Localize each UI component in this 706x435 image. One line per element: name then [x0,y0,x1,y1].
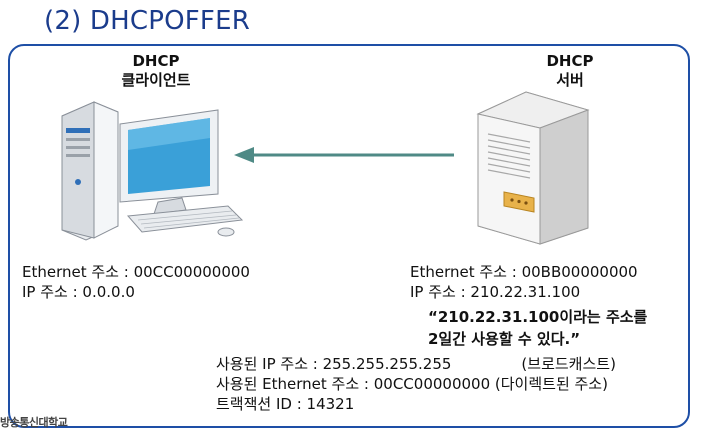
client-ip-address: IP 주소 : 0.0.0.0 [22,283,135,301]
server-info: Ethernet 주소 : 00BB00000000 IP 주소 : 210.2… [410,262,638,302]
packet-details: 사용된 IP 주소 : 255.255.255.255 (브로드캐스트) 사용된 … [216,354,616,414]
packet-used-ethernet: 사용된 Ethernet 주소 : 00CC00000000 (다이렉트된 주소… [216,375,608,393]
offer-quote: “210.22.31.100이라는 주소를 2일간 사용할 수 있다.” [428,306,647,350]
offer-quote-line1: “210.22.31.100이라는 주소를 [428,308,648,326]
offer-arrow [234,147,454,163]
packet-transaction-id: 트랙잭션 ID : 14321 [216,395,355,413]
client-label: DHCP 클라이언트 [96,52,216,90]
server-label-line2: 서버 [556,71,584,89]
client-info: Ethernet 주소 : 00CC00000000 IP 주소 : 0.0.0… [22,262,250,302]
diagram-frame [8,44,690,428]
packet-used-ip-row: 사용된 IP 주소 : 255.255.255.255 (브로드캐스트) [216,354,616,374]
slide-title: (2) DHCPOFFER [44,6,250,36]
university-logo-text: 방송통신대학교 [0,416,68,429]
client-label-line2: 클라이언트 [121,71,191,89]
packet-used-ip: 사용된 IP 주소 : 255.255.255.255 [216,355,452,373]
server-ip-address: IP 주소 : 210.22.31.100 [410,283,581,301]
client-computer-icon [61,101,243,241]
client-label-line1: DHCP [132,52,180,70]
client-ethernet-address: Ethernet 주소 : 00CC00000000 [22,263,250,281]
packet-used-ip-note: (브로드캐스트) [521,355,616,373]
offer-quote-line2: 2일간 사용할 수 있다.” [428,330,581,348]
server-label-line1: DHCP [546,52,594,70]
server-icon [476,91,590,245]
server-label: DHCP 서버 [530,52,610,90]
server-ethernet-address: Ethernet 주소 : 00BB00000000 [410,263,638,281]
